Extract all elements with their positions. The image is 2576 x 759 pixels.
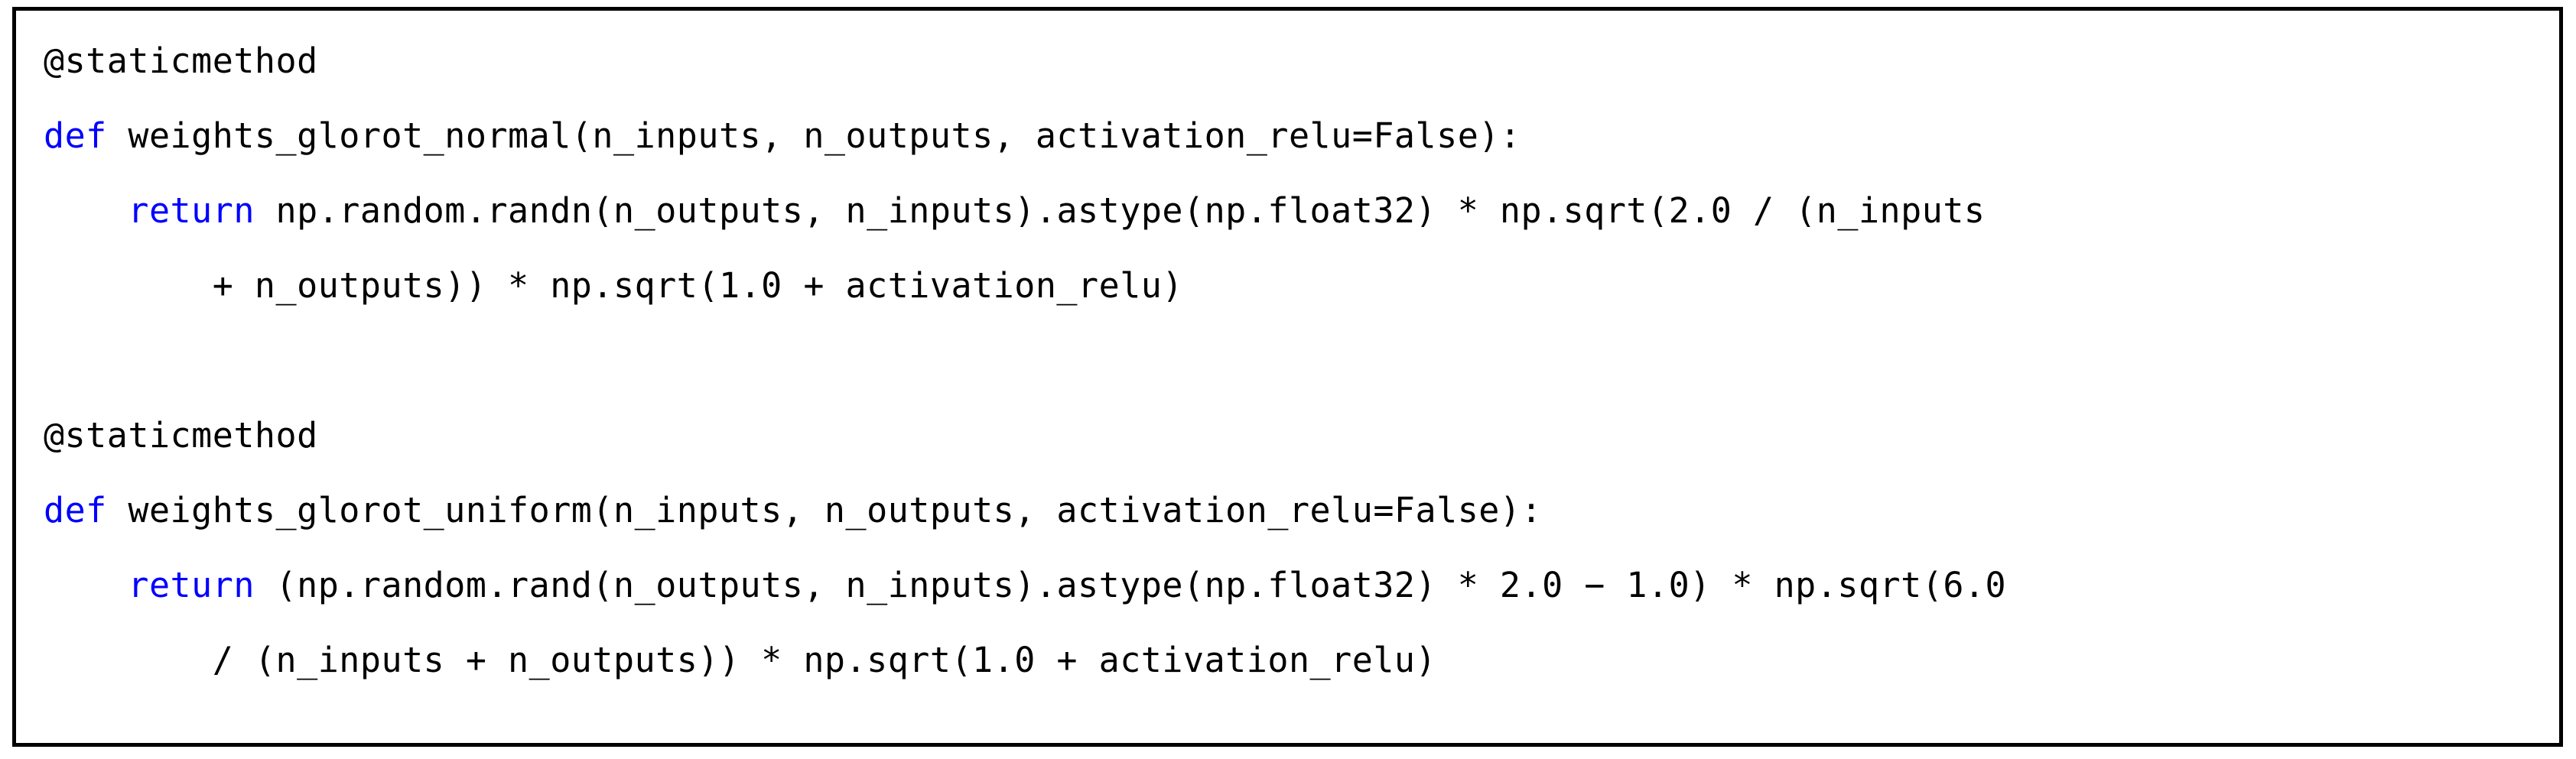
code-line: @staticmethod [44,24,2559,99]
code-line: return np.random.randn(n_outputs, n_inpu… [44,174,2559,248]
code-line-blank [44,323,2559,398]
code-text: @staticmethod [44,41,318,81]
code-text: np.random.randn(n_outputs, n_inputs).ast… [254,190,1986,231]
code-line: return (np.random.rand(n_outputs, n_inpu… [44,548,2559,623]
code-keyword: def [44,490,107,530]
code-text: weights_glorot_uniform(n_inputs, n_outpu… [106,490,1543,530]
code-line: / (n_inputs + n_outputs)) * np.sqrt(1.0 … [44,623,2559,698]
code-line: + n_outputs)) * np.sqrt(1.0 + activation… [44,248,2559,323]
code-text: weights_glorot_normal(n_inputs, n_output… [106,115,1521,156]
code-line: def weights_glorot_uniform(n_inputs, n_o… [44,473,2559,548]
code-keyword: return [44,190,255,231]
code-keyword: def [44,115,107,156]
code-block-border: @staticmethod def weights_glorot_normal(n… [12,7,2563,747]
code-text: + n_outputs)) * np.sqrt(1.0 + activation… [44,265,1183,306]
code-line: @staticmethod [44,398,2559,473]
code-text: / (n_inputs + n_outputs)) * np.sqrt(1.0 … [44,640,1437,680]
code-listing-body: @staticmethod def weights_glorot_normal(n… [44,24,2559,733]
code-keyword: return [44,565,255,605]
code-line: def weights_glorot_normal(n_inputs, n_ou… [44,99,2559,174]
code-text: (np.random.rand(n_outputs, n_inputs).ast… [254,565,2007,605]
code-text: @staticmethod [44,415,318,456]
